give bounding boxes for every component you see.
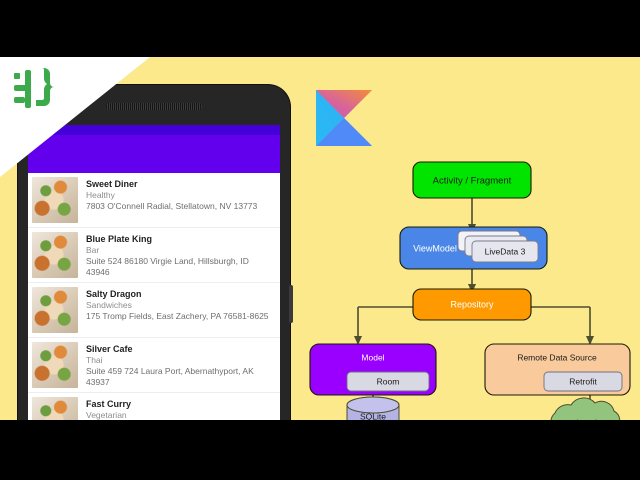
node-repository-label: Repository xyxy=(450,299,494,309)
node-livedata-label: LiveData 3 xyxy=(485,246,526,256)
node-model[interactable]: Model Room xyxy=(309,343,437,396)
node-repository[interactable]: Repository xyxy=(412,288,532,321)
node-webservice[interactable]: webservice xyxy=(550,397,621,420)
list-item[interactable]: Silver Cafe Thai Suite 459 724 Laura Por… xyxy=(28,338,280,393)
restaurant-name: Silver Cafe xyxy=(86,344,133,354)
code-brace-icon xyxy=(12,65,58,113)
restaurant-category: Vegetarian xyxy=(86,410,127,420)
restaurant-thumbnail-icon xyxy=(32,232,78,278)
restaurant-category: Bar xyxy=(86,245,100,255)
restaurant-category: Thai xyxy=(86,355,103,365)
restaurant-thumbnail-icon xyxy=(32,177,78,223)
phone-screen: Sweet Diner Healthy 7803 O'Connell Radia… xyxy=(28,125,280,420)
node-room[interactable] xyxy=(346,371,430,392)
app-toolbar xyxy=(28,135,280,173)
restaurant-name: Salty Dragon xyxy=(86,289,142,299)
restaurant-name: Fast Curry xyxy=(86,399,132,409)
letterbox-bottom xyxy=(0,420,640,480)
node-viewmodel[interactable]: ViewModel LiveData 3 xyxy=(399,226,548,270)
node-activity-fragment-label: Activity / Fragment xyxy=(433,176,512,187)
list-item[interactable]: Blue Plate King Bar Suite 524 86180 Virg… xyxy=(28,228,280,283)
node-retrofit-label: Retrofit xyxy=(569,376,597,386)
node-activity-fragment[interactable]: Activity / Fragment xyxy=(412,161,532,199)
side-power-button-icon[interactable] xyxy=(289,285,293,323)
restaurant-list[interactable]: Sweet Diner Healthy 7803 O'Connell Radia… xyxy=(28,173,280,420)
node-remote-data-source[interactable]: Remote Data Source Retrofit xyxy=(484,343,631,396)
android-status-bar xyxy=(28,125,280,135)
restaurant-address: 175 Tromp Fields, East Zachery, PA 76581… xyxy=(86,311,269,321)
restaurant-thumbnail-icon xyxy=(32,342,78,388)
restaurant-name: Blue Plate King xyxy=(86,234,153,244)
restaurant-category: Sandwiches xyxy=(86,300,132,310)
restaurant-thumbnail-icon xyxy=(32,287,78,333)
node-sqlite[interactable]: SQLite xyxy=(346,396,400,420)
node-webservice-label: webservice xyxy=(566,418,605,420)
node-retrofit[interactable] xyxy=(543,371,623,392)
restaurant-address: Suite 459 724 Laura Port, Abernathyport,… xyxy=(86,366,254,387)
restaurant-address: 7803 O'Connell Radial, Stellatown, NV 13… xyxy=(86,201,258,211)
restaurant-address: Suite 524 86180 Virgie Land, Hillsburgh,… xyxy=(86,256,249,277)
architecture-diagram: Activity / Fragment ViewModel LiveData 3… xyxy=(300,57,640,420)
list-item[interactable]: Salty Dragon Sandwiches 175 Tromp Fields… xyxy=(28,283,280,338)
phone-mockup: Sweet Diner Healthy 7803 O'Connell Radia… xyxy=(18,85,293,420)
letterbox-top xyxy=(0,0,640,57)
earpiece-speaker-icon xyxy=(106,103,202,110)
slide-stage: Sweet Diner Healthy 7803 O'Connell Radia… xyxy=(0,57,640,420)
kotlin-logo-icon xyxy=(316,90,372,146)
node-remote-data-source-label: Remote Data Source xyxy=(517,352,597,362)
restaurant-thumbnail-icon xyxy=(32,397,78,420)
list-item[interactable]: Sweet Diner Healthy 7803 O'Connell Radia… xyxy=(28,173,280,228)
node-model-label: Model xyxy=(361,352,384,362)
node-sqlite-label: SQLite xyxy=(360,411,386,420)
restaurant-name: Sweet Diner xyxy=(86,179,138,189)
node-viewmodel-label: ViewModel xyxy=(413,243,457,253)
node-room-label: Room xyxy=(377,376,400,386)
list-item[interactable]: Fast Curry Vegetarian xyxy=(28,393,280,420)
restaurant-category: Healthy xyxy=(86,190,115,200)
